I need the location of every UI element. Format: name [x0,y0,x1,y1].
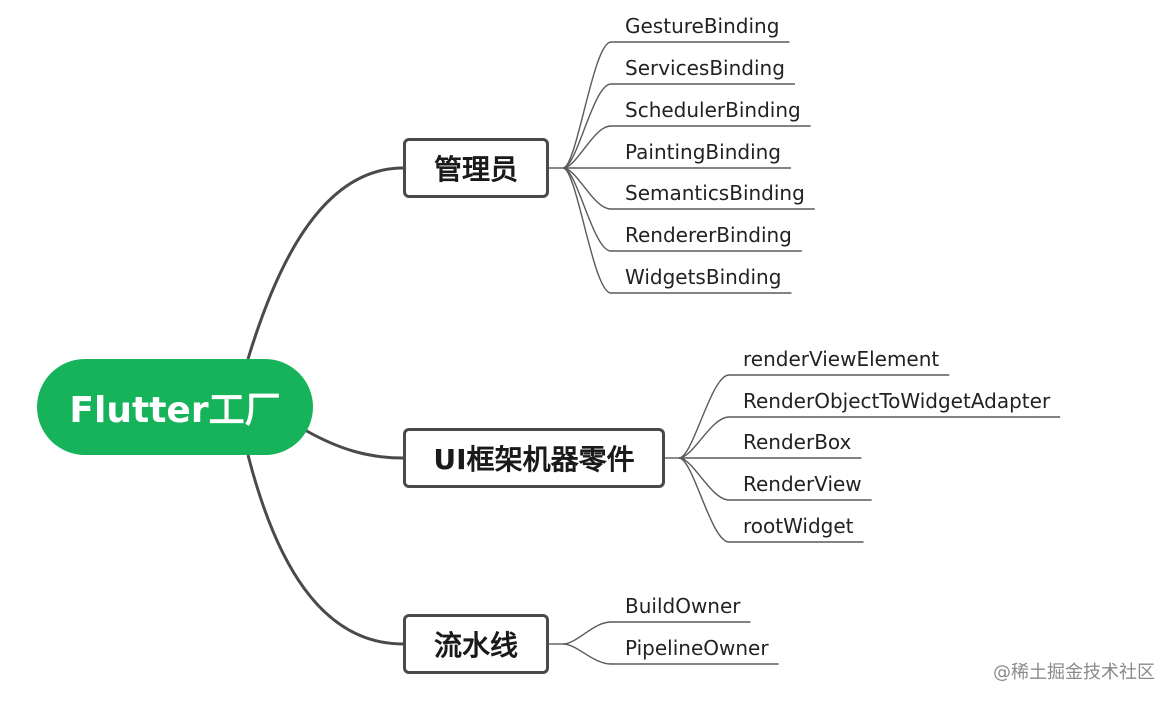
leaf-render-object-to-widget-adapter[interactable]: RenderObjectToWidgetAdapter [743,389,1051,413]
leaf-renderer-binding[interactable]: RendererBinding [625,223,792,247]
branch-node-pipeline[interactable]: 流水线 [403,614,549,674]
leaf-render-box[interactable]: RenderBox [743,430,852,454]
leaf-render-view-element[interactable]: renderViewElement [743,347,940,371]
leaf-widgets-binding[interactable]: WidgetsBinding [625,265,782,289]
leaf-connector-line [678,374,950,459]
branch-node-managers[interactable]: 管理员 [403,138,549,198]
leaf-root-widget[interactable]: rootWidget [743,514,854,538]
leaf-connector-line [562,621,751,645]
leaf-build-owner[interactable]: BuildOwner [625,594,741,618]
watermark: @稀土掘金技术社区 [993,662,1155,683]
branch-node-ui-parts[interactable]: UI框架机器零件 [403,428,665,488]
leaf-connector-line [562,167,802,252]
leaf-connector-group [549,41,1061,665]
leaf-connector-line [562,125,811,169]
leaf-connector-line [678,457,872,501]
leaf-painting-binding[interactable]: PaintingBinding [625,140,781,164]
leaf-gesture-binding[interactable]: GestureBinding [625,14,780,38]
leaf-services-binding[interactable]: ServicesBinding [625,56,785,80]
root-to-ui-parts-connector [304,428,404,460]
root-node-flutter-factory[interactable]: Flutter工厂 [37,359,313,455]
leaf-connector-line [562,167,815,210]
root-to-pipeline-connector [246,454,404,646]
root-to-managers-connector [246,166,404,360]
leaf-pipeline-owner[interactable]: PipelineOwner [625,636,769,660]
leaf-connector-line [678,416,1061,459]
leaf-connector-line [678,457,864,543]
leaf-connector-line [562,83,795,169]
leaf-connector-line [562,643,779,665]
leaf-semantics-binding[interactable]: SemanticsBinding [625,181,805,205]
leaf-render-view[interactable]: RenderView [743,472,862,496]
leaf-connector-line [562,167,792,294]
leaf-scheduler-binding[interactable]: SchedulerBinding [625,98,801,122]
leaf-connector-line [562,41,790,169]
